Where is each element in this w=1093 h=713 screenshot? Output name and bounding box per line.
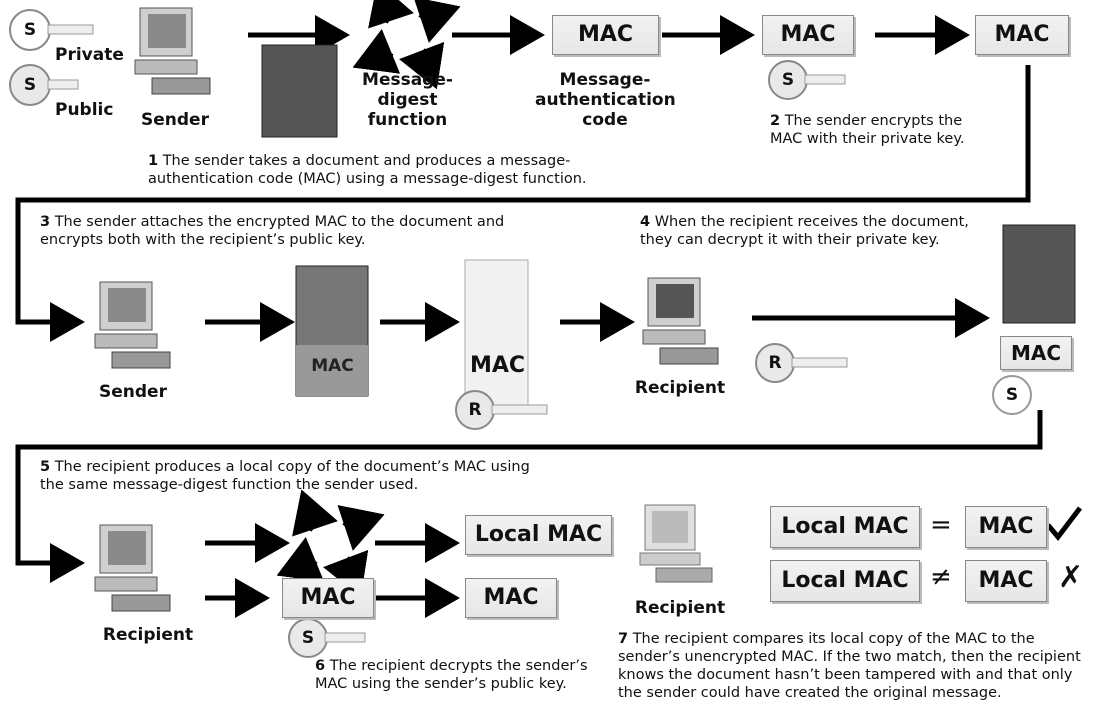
- private-key-label: Private: [55, 45, 124, 65]
- local-mac-compare-box-2: Local MAC: [770, 560, 920, 602]
- computer-icon-recipient-3: [639, 504, 713, 583]
- computer-icon-recipient-1: [642, 277, 719, 365]
- computer-icon-sender-1: [134, 7, 211, 95]
- step-5-text: 5 The recipient produces a local copy of…: [40, 459, 530, 493]
- decrypted-mac-box-row3: MAC: [465, 578, 557, 618]
- not-equals-sign: ≠: [930, 562, 952, 592]
- encrypted-mac-box-row3: MAC: [282, 578, 374, 618]
- embedded-mac-label: MAC: [311, 356, 354, 376]
- mac-box-attached: MAC: [975, 15, 1069, 55]
- step-1-text: 1 The sender takes a document and produc…: [148, 153, 587, 187]
- key-letter: S: [1005, 385, 1019, 405]
- cross-icon: ✗: [1058, 560, 1084, 595]
- key-icon-private-step2: [768, 60, 846, 100]
- recipient-label: Recipient: [634, 378, 726, 398]
- check-icon: [1046, 506, 1082, 542]
- key-letter: S: [301, 628, 315, 648]
- document-with-mac-icon: [295, 265, 369, 397]
- encrypted-document-icon: [464, 259, 529, 411]
- digest-function-label: Message- digest function: [362, 70, 453, 130]
- document-icon-1: [261, 44, 338, 138]
- encrypted-mac-label: MAC: [470, 353, 526, 378]
- recipient-label: Recipient: [634, 598, 726, 618]
- local-mac-box: Local MAC: [465, 515, 612, 555]
- step-3-text: 3 The sender attaches the encrypted MAC …: [40, 214, 505, 248]
- public-key-label: Public: [55, 100, 114, 120]
- key-letter: S: [781, 70, 795, 90]
- connector-row2-to-row3: [15, 410, 1043, 583]
- encrypted-mac-box: MAC: [762, 15, 854, 55]
- key-icon-public-step6: [288, 618, 366, 658]
- digest-function-icon-2: [276, 489, 385, 598]
- sender-label: Sender: [141, 110, 209, 130]
- computer-icon-sender-2: [94, 281, 171, 369]
- equals-sign: =: [930, 510, 952, 540]
- key-icon-public-legend: [9, 64, 79, 106]
- key-icon-private-legend: [9, 9, 94, 51]
- step-6-text: 6 The recipient decrypts the sender’s MA…: [315, 658, 588, 692]
- mac-compare-box: MAC: [965, 506, 1047, 548]
- local-mac-compare-box: Local MAC: [770, 506, 920, 548]
- key-icon-public-r: [455, 390, 548, 430]
- sender-label: Sender: [99, 382, 167, 402]
- step-4-text: 4 When the recipient receives the docume…: [640, 214, 969, 248]
- digest-function-icon: [352, 0, 461, 90]
- key-letter: R: [468, 400, 482, 420]
- key-icon-s-row2: [992, 375, 1032, 415]
- key-letter: S: [23, 20, 37, 40]
- step-2-text: 2 The sender encrypts the MAC with their…: [770, 113, 965, 147]
- mac-title-label: Message- authentication code: [535, 70, 676, 130]
- key-letter: R: [768, 353, 782, 373]
- decrypted-document-icon: [1002, 224, 1076, 324]
- recipient-label: Recipient: [102, 625, 194, 645]
- decrypted-mac-box: MAC: [1000, 336, 1072, 370]
- mac-compare-box-2: MAC: [965, 560, 1047, 602]
- computer-icon-recipient-2: [94, 524, 171, 612]
- step-7-text: 7 The recipient compares its local copy …: [618, 631, 1081, 701]
- key-letter: S: [23, 75, 37, 95]
- connector-row1-to-row2: [15, 65, 1031, 342]
- key-icon-private-r: [755, 343, 848, 383]
- mac-box: MAC: [552, 15, 659, 55]
